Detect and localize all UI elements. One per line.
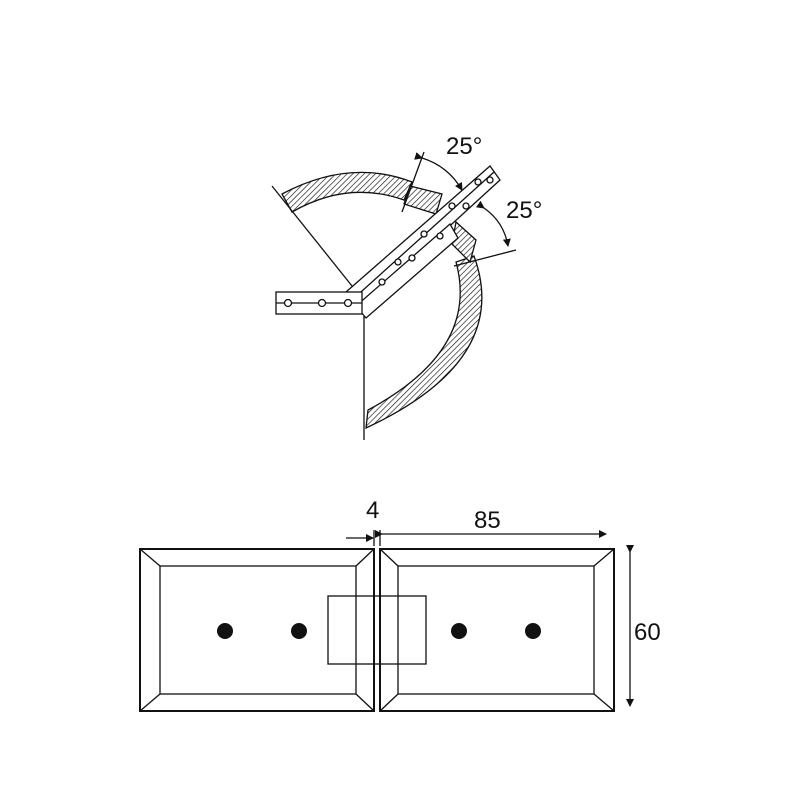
gap-dimension-label: 4 (366, 497, 379, 524)
bolt-hole (408, 254, 416, 262)
lower-angle-guide (453, 249, 517, 267)
top-angle-arc (414, 152, 463, 191)
bolt-hole (486, 176, 494, 184)
right-panel-bevel (593, 693, 615, 712)
gap-dimension: 4 (346, 497, 381, 546)
connector-plate (327, 595, 427, 665)
right-panel-inner (397, 565, 595, 695)
left-panel-outer (139, 548, 375, 712)
top-angle-label: 25° (446, 133, 482, 160)
lower-arc-wall (365, 255, 483, 430)
top-view: 25° 25° (271, 133, 542, 440)
bolt-holes (283, 176, 494, 308)
bolt-hole (378, 278, 386, 286)
height-dimension-label: 60 (634, 619, 661, 646)
width-dimension-label: 85 (474, 507, 501, 534)
width-dimension: 85 (375, 507, 607, 538)
bolt-hole (436, 232, 444, 240)
bolt-hole (317, 298, 327, 308)
left-panel-inner (159, 565, 357, 695)
left-panel (139, 548, 375, 712)
left-panel-bevel (355, 548, 375, 567)
bolt-hole (283, 298, 293, 308)
diagonal-strap-lower (355, 222, 459, 319)
bolt-hole (343, 298, 353, 308)
bolt-hole (474, 178, 482, 186)
left-panel-bevel (355, 693, 375, 712)
bolt-hole (394, 258, 402, 266)
left-panel-bevel (139, 548, 161, 567)
mounting-hole (451, 623, 467, 639)
mounting-hole (525, 623, 541, 639)
bolt-hole (420, 230, 428, 238)
upper-arc-wall (281, 171, 413, 213)
left-panel-bevel (139, 693, 161, 712)
right-panel (379, 548, 615, 712)
front-view: 4 85 60 (139, 497, 661, 712)
right-panel-outer (379, 548, 615, 712)
right-panel-bevel (379, 693, 399, 712)
diagonal-guide-line (271, 185, 353, 287)
mounting-hole (291, 623, 307, 639)
height-dimension: 60 (626, 545, 661, 707)
right-angle-arc (475, 200, 511, 247)
mounting-hole (217, 623, 233, 639)
right-panel-bevel (379, 548, 399, 567)
bolt-hole (448, 202, 456, 210)
right-angle-label: 25° (506, 197, 542, 224)
bolt-hole (462, 202, 470, 210)
right-panel-bevel (593, 548, 615, 567)
